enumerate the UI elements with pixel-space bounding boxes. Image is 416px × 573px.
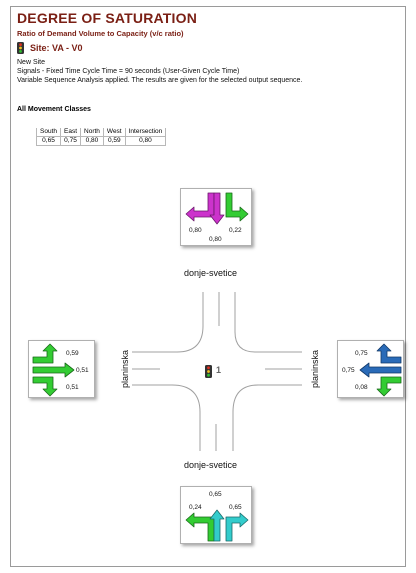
west-right-arrow (32, 376, 58, 397)
east-through-arrow (359, 362, 402, 378)
east-left-value: 0,75 (355, 350, 368, 357)
north-approach-arrows (185, 192, 249, 225)
road-name-west: planinska (120, 349, 130, 389)
east-approach-box: 0,75 0,75 0,08 (337, 340, 404, 398)
north-through-arrow (209, 192, 225, 225)
section-title: All Movement Classes (17, 106, 91, 113)
south-left-arrow (185, 512, 215, 542)
west-through-arrow (32, 362, 75, 378)
east-right-arrow (376, 376, 402, 397)
west-approach-box: 0,59 0,51 0,51 (28, 340, 95, 398)
info-analysis: Variable Sequence Analysis applied. The … (17, 77, 303, 84)
east-right-value: 0,08 (355, 384, 368, 391)
summary-table: South East North West Intersection 0,65 … (36, 128, 167, 146)
south-through-arrow (209, 509, 225, 542)
north-left-value: 0,80 (189, 227, 202, 234)
south-right-value: 0,65 (229, 504, 242, 511)
intersection-id: 1 (216, 365, 222, 375)
south-left-value: 0,24 (189, 504, 202, 511)
north-through-value: 0,80 (209, 236, 222, 243)
page-title: DEGREE OF SATURATION (17, 10, 198, 26)
east-left-arrow (376, 343, 402, 364)
traffic-light-icon (205, 365, 212, 378)
traffic-light-icon (17, 42, 24, 54)
west-left-value: 0,59 (66, 350, 79, 357)
north-approach-box: 0,80 0,22 0,80 (180, 188, 252, 246)
road-name-south: donje-svetice (184, 460, 238, 470)
south-approach-box: 0,65 0,24 0,65 (180, 486, 252, 544)
value-east: 0,75 (59, 136, 82, 146)
site-row: Site: VA - V0 (17, 41, 83, 55)
north-right-value: 0,22 (229, 227, 242, 234)
north-right-arrow (225, 192, 249, 222)
west-right-value: 0,51 (66, 384, 79, 391)
north-left-arrow (185, 192, 215, 222)
east-approach-arrows (359, 343, 402, 397)
info-site-name: New Site (17, 59, 46, 66)
value-intersection: 0,80 (124, 136, 167, 146)
page-subtitle: Ratio of Demand Volume to Capacity (v/c … (17, 29, 184, 38)
south-right-arrow (225, 512, 249, 542)
west-approach-arrows (32, 343, 75, 397)
road-lines (132, 292, 302, 451)
west-left-arrow (32, 343, 58, 364)
report-frame (10, 6, 406, 567)
table-row: 0,65 0,75 0,80 0,59 0,80 (36, 136, 167, 146)
south-through-value: 0,65 (209, 491, 222, 498)
road-name-north: donje-svetice (184, 268, 238, 278)
value-north: 0,80 (80, 136, 104, 146)
south-approach-arrows (185, 509, 249, 542)
info-signals: Signals - Fixed Time Cycle Time = 90 sec… (17, 68, 240, 75)
road-name-east: planinska (310, 349, 320, 389)
site-label: Site: VA - V0 (30, 43, 83, 53)
east-through-value: 0,75 (342, 367, 355, 374)
west-through-value: 0,51 (76, 367, 89, 374)
